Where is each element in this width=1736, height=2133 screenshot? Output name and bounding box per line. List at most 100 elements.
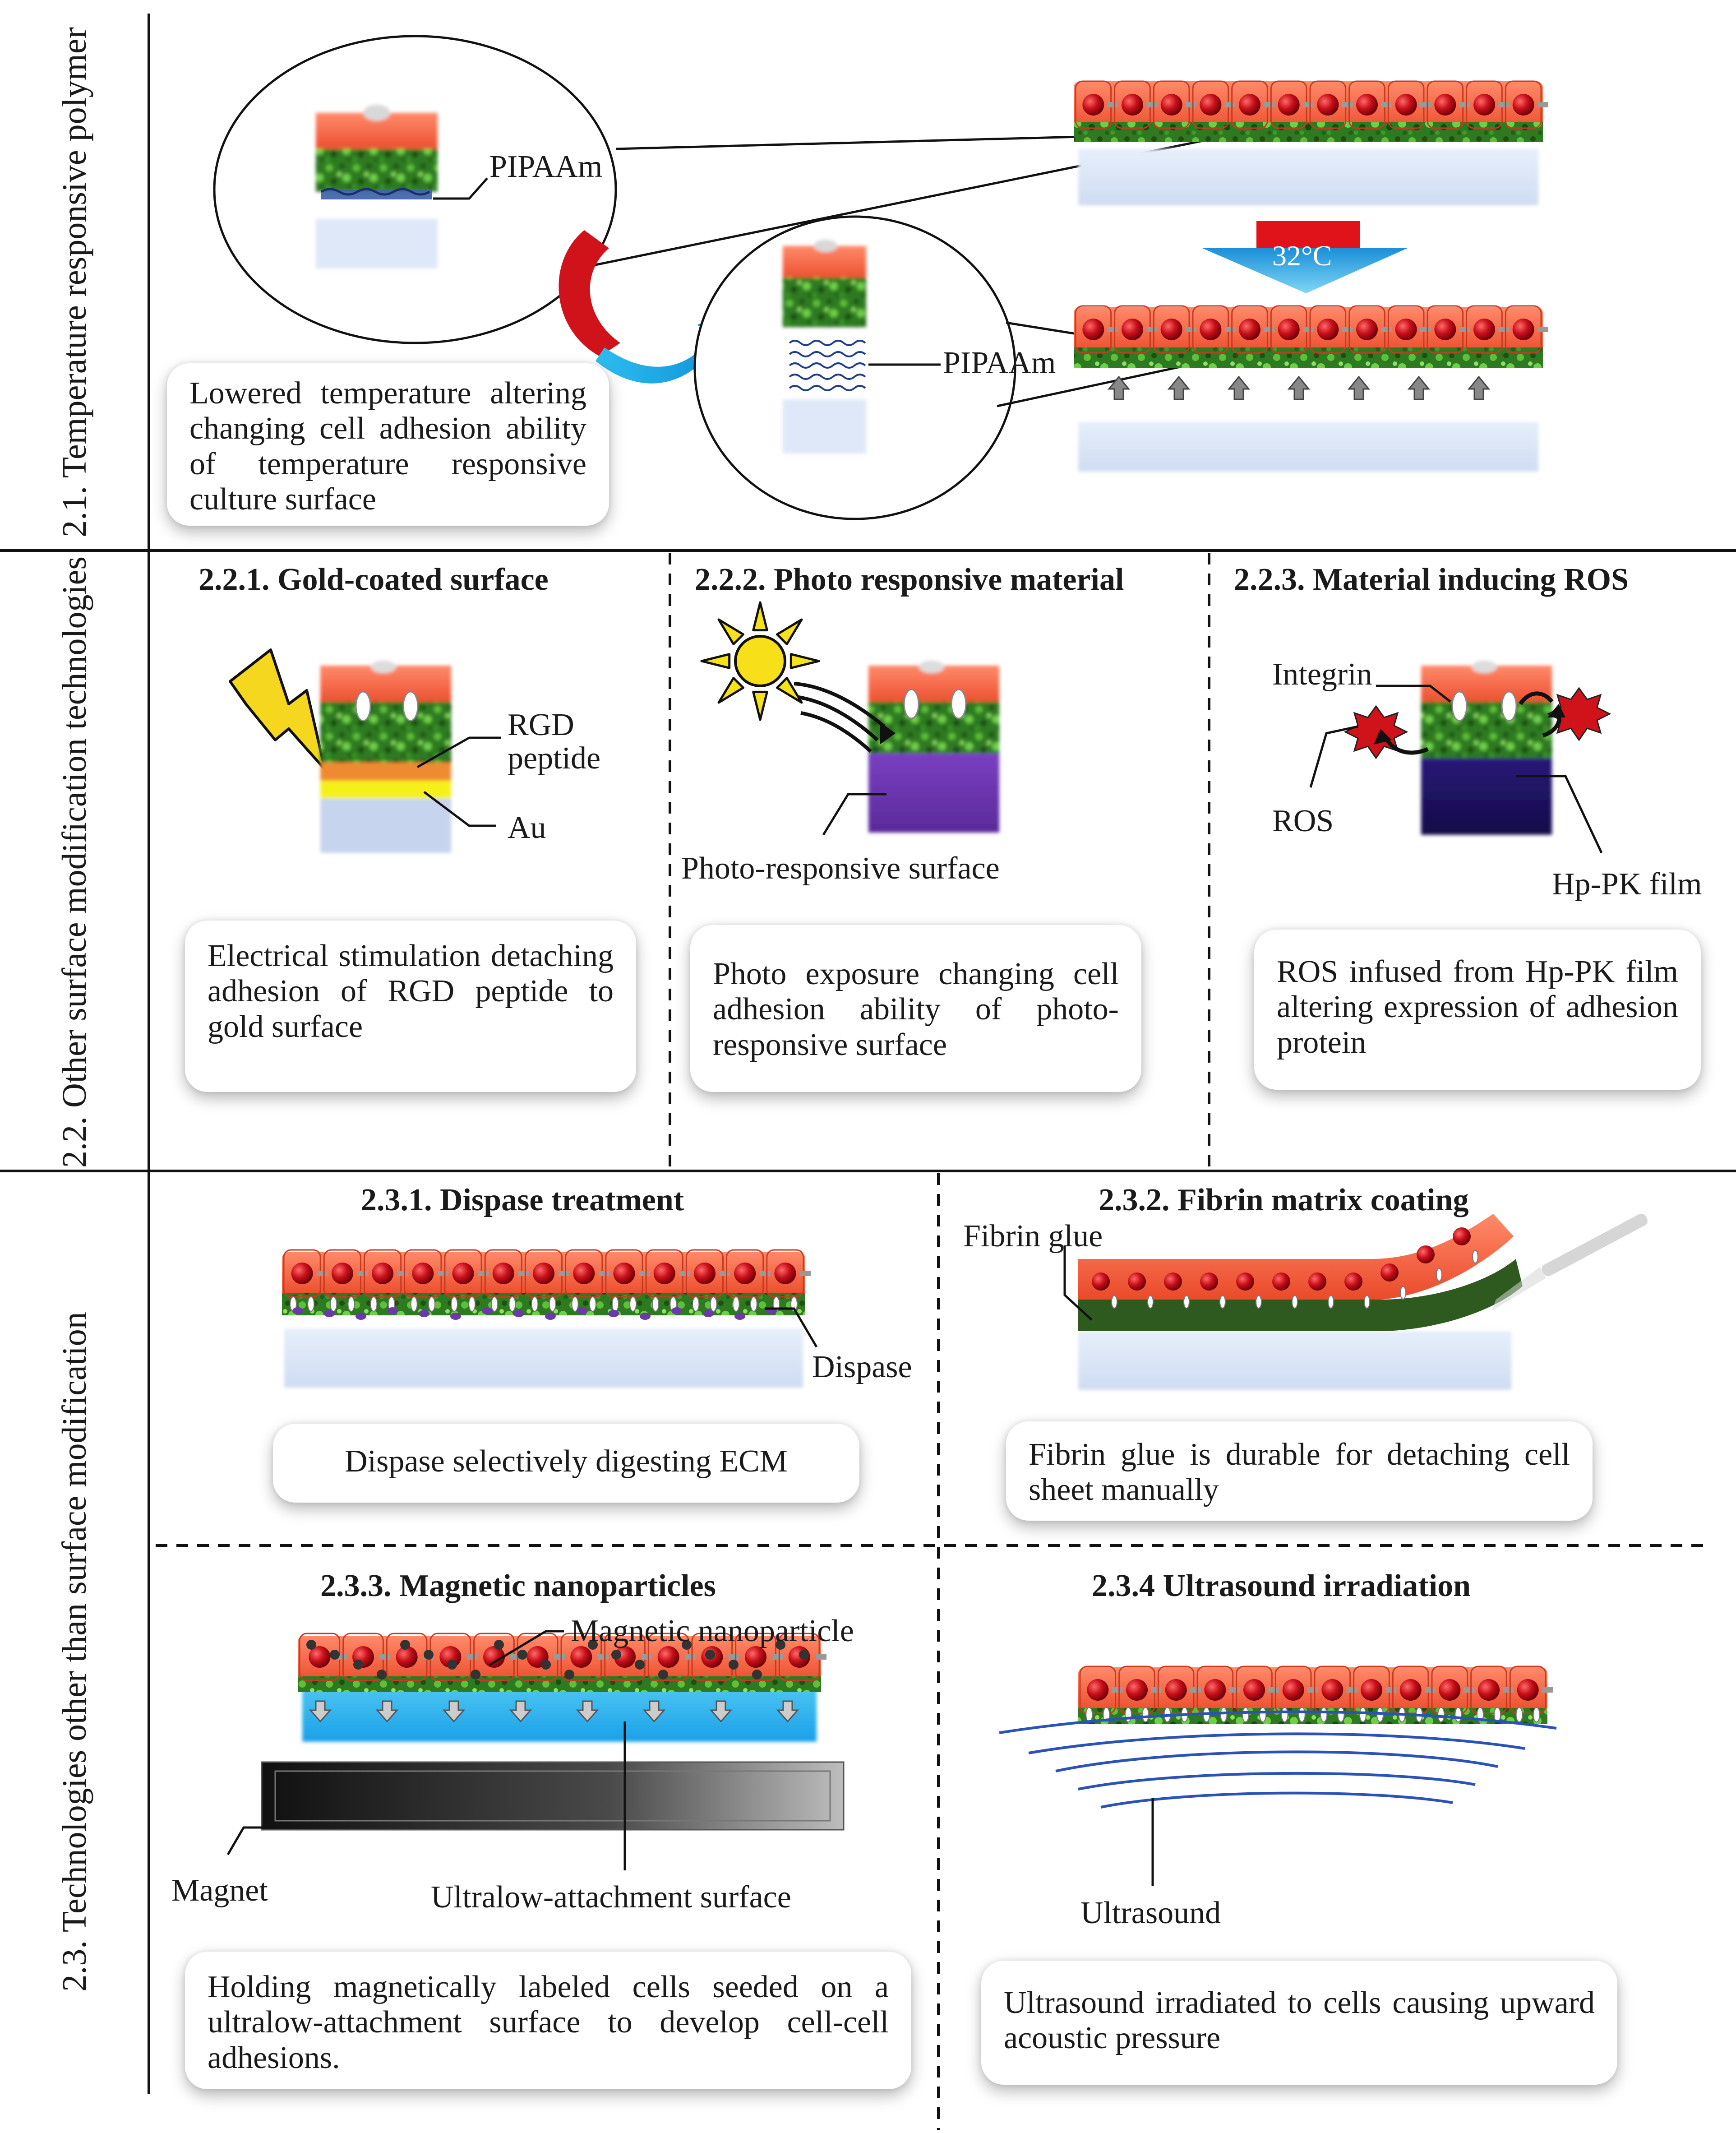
cell-nucleus (1200, 319, 1222, 340)
cell-nucleus (1278, 319, 1300, 340)
cell-nucleus (1200, 94, 1222, 116)
dispase-molecule (608, 1310, 619, 1317)
cell-junction (1542, 1687, 1553, 1693)
cell-junction (1224, 102, 1236, 107)
cell-nucleus (1082, 94, 1104, 116)
cell-junction (1498, 102, 1510, 107)
cell-junction (1307, 1687, 1318, 1693)
ros-label: ROS (1272, 804, 1334, 838)
dispase-molecule (450, 1313, 461, 1320)
integrin-mark (1472, 1250, 1478, 1263)
nanoparticle-dot (494, 1640, 504, 1650)
dispase-molecule (482, 1307, 493, 1314)
nanoparticle-dot (588, 1640, 598, 1650)
sun-ray (776, 618, 803, 645)
sun-ray (717, 677, 744, 704)
cell-junction (1537, 102, 1548, 107)
cell-junction (1303, 102, 1314, 107)
cell-nucleus (1434, 319, 1456, 340)
integrin-mark (1103, 1707, 1110, 1722)
nanoparticle-dot (752, 1670, 762, 1680)
cell-nucleus (1317, 94, 1339, 116)
cell-nucleus (1164, 1272, 1182, 1291)
magnetic-callout-text: Holding magnetically labeled cells seede… (208, 1970, 889, 2075)
au-label: Au (508, 810, 546, 845)
cell-nucleus (483, 1646, 505, 1668)
dispase-art (282, 1249, 818, 1388)
fibrin-title: 2.3.2. Fibrin matrix coating (1099, 1183, 1469, 1217)
integrin-mark (710, 1296, 717, 1312)
sun-ray (717, 618, 744, 645)
down-arrow (509, 1700, 532, 1723)
integrin-mark (1220, 1707, 1228, 1722)
cell-junction (1425, 1687, 1436, 1693)
integrin-mark (1364, 1295, 1370, 1309)
integrin-mark (692, 1296, 700, 1312)
magnet-label: Magnet (171, 1873, 268, 1908)
dispase-molecule (545, 1313, 556, 1320)
cell-nucleus (291, 1263, 313, 1284)
section-label-2-2-text: 2.2. Other surface modification technolo… (55, 556, 93, 1168)
ros-burst-right (1547, 687, 1611, 741)
dispase-molecule (292, 1307, 303, 1314)
cell-nucleus (331, 1263, 353, 1284)
lightning-icon (229, 648, 326, 771)
rgd-label: RGD peptide (508, 708, 601, 776)
ultrasound-art (999, 1666, 1557, 1886)
gold-surface-art (229, 648, 501, 853)
integrin-mark (1183, 1295, 1190, 1309)
cell-junction (1151, 1687, 1162, 1693)
nanoparticle-dot (517, 1650, 527, 1660)
cell-junction (597, 1654, 609, 1660)
cell-junction (1420, 327, 1431, 332)
cell-junction (1107, 327, 1118, 332)
cell-junction (1346, 1687, 1357, 1693)
cell-nucleus (1272, 1272, 1290, 1291)
cell-nucleus (1087, 1679, 1109, 1701)
integrin-mark (450, 1296, 458, 1312)
cell-nucleus (1439, 1679, 1461, 1701)
photo-material-art (700, 601, 999, 836)
gold-title: 2.2.1. Gold-coated surface (199, 562, 549, 597)
cell-junction (1107, 102, 1118, 107)
integrin-mark (1142, 1707, 1150, 1722)
down-arrow (375, 1700, 399, 1723)
dispase-label: Dispase (812, 1350, 912, 1384)
subsection-dividers (156, 553, 1710, 2130)
cell-nucleus (1278, 94, 1300, 116)
hppk-film-label: Hp-PK film (1552, 867, 1702, 902)
cell-junction (397, 1271, 408, 1276)
cell-junction (518, 1271, 529, 1276)
cell-nucleus (1317, 319, 1339, 340)
integrin-mark (1454, 1707, 1462, 1722)
dispase-callout-text: Dispase selectively digesting ECM (345, 1444, 788, 1479)
integrin-mark (652, 1296, 660, 1312)
dispase-molecule (387, 1307, 398, 1314)
section-dividers (0, 14, 1736, 2094)
cell-junction (679, 1271, 690, 1276)
sun-ray (700, 653, 731, 669)
cell-nucleus (1417, 1245, 1435, 1263)
cell-nucleus (1356, 94, 1378, 116)
cell-nucleus (613, 1263, 635, 1284)
integrin-mark (732, 1296, 740, 1312)
cell-junction (478, 1271, 489, 1276)
cell-junction (816, 1654, 826, 1660)
ros-callout-text: ROS infused from Hp-PK film altering exp… (1277, 954, 1678, 1060)
magnetic-art (226, 1630, 845, 1870)
section-label-2-1: 2.1. Temperature responsive polymer (0, 14, 149, 551)
cell-junction (759, 1271, 771, 1276)
dispase-molecule (703, 1310, 714, 1317)
section-label-2-3-text: 2.3. Technologies other than surface mod… (55, 1311, 93, 1992)
down-arrow (642, 1700, 666, 1723)
integrin-mark (571, 1296, 579, 1312)
magnetic-callout: Holding magnetically labeled cells seede… (185, 1952, 911, 2089)
temperature-callout: Lowered temperature altering changing ce… (167, 363, 609, 526)
cell-nucleus (653, 1263, 675, 1284)
cell-junction (1190, 1687, 1201, 1693)
nanoparticle-dot (306, 1640, 316, 1650)
photo-callout: Photo exposure changing cell adhesion ab… (690, 925, 1141, 1092)
cell-nucleus (745, 1646, 766, 1668)
photo-callout-text: Photo exposure changing cell adhesion ab… (713, 957, 1119, 1062)
